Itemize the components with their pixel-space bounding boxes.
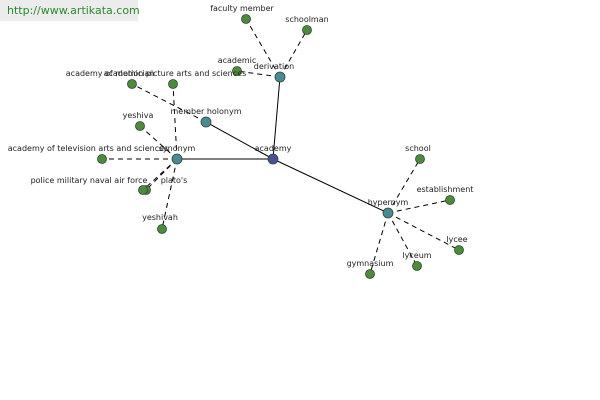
node-faculty_member[interactable]: faculty member [210,4,275,24]
lyceum-label: lyceum [402,251,431,260]
lycee-label: lycee [446,235,467,244]
atas-label: academy of television arts and sciences [8,144,169,153]
nodes-layer: academy derivation member holonym synonym hy… [8,4,474,279]
derivation-node-dot[interactable] [274,71,286,83]
establishment-label: establishment [417,185,474,194]
node-ampas[interactable]: academy of motion picture arts and scien… [66,69,246,89]
edge-hypernym-gymnasium [369,212,389,275]
edges-layer [102,18,460,275]
lycee-node-dot[interactable] [454,245,464,255]
yeshiva-node-dot[interactable] [135,121,145,131]
academician-label: academician [104,69,155,78]
edge-academy-hypernym [272,158,389,214]
academy-node-dot[interactable] [267,153,279,165]
edge-academy-derivation [272,76,281,160]
schoolman-node-dot[interactable] [302,25,312,35]
edge-synonym-platos [145,158,178,191]
node-lyceum[interactable]: lyceum [402,251,432,271]
pmnaf-label: police military naval air force [31,176,148,185]
atas-node-dot[interactable] [97,154,107,164]
hypernym-node-dot[interactable] [382,207,394,219]
gymnasium-node-dot[interactable] [365,269,375,279]
node-schoolman[interactable]: schoolman [285,15,329,35]
edge-derivation-faculty_member [245,18,281,78]
schoolman-label: schoolman [285,15,328,24]
ampas-node-dot[interactable] [127,79,137,89]
edge-synonym-pmnaf [142,158,178,191]
edge-derivation-schoolman [279,29,308,78]
node-derivation[interactable]: derivation [254,62,294,83]
edge-synonym-yeshiva [139,125,178,160]
edge-hypernym-lyceum [387,212,418,267]
node-gymnasium[interactable]: gymnasium [347,259,394,279]
edge-member_holonym-ampas [131,83,207,123]
node-establishment[interactable]: establishment [417,185,474,205]
derivation-label: derivation [254,62,294,71]
node-pmnaf[interactable]: police military naval air force [31,176,148,195]
synonym-node-dot[interactable] [171,153,183,165]
member_holonym-node-dot[interactable] [200,116,212,128]
academician-node-dot[interactable] [168,79,178,89]
node-school[interactable]: school [405,144,431,164]
edge-academy-member_holonym [205,121,274,160]
node-academy[interactable]: academy [255,144,292,165]
node-lycee[interactable]: lycee [446,235,468,255]
member_holonym-label: member holonym [170,107,241,116]
lyceum-node-dot[interactable] [412,261,422,271]
school-node-dot[interactable] [415,154,425,164]
synonym-label: synonym [159,144,196,153]
node-yeshiva[interactable]: yeshiva [123,111,154,131]
yeshivah-label: yeshivah [142,213,178,222]
node-hypernym[interactable]: hypernym [368,198,409,219]
node-academic[interactable]: academic [218,56,257,76]
yeshiva-label: yeshiva [123,111,154,120]
platos-label: plato's [161,176,188,185]
edge-hypernym-establishment [387,199,451,214]
node-academician[interactable]: academician [104,69,178,89]
node-member_holonym[interactable]: member holonym [170,107,242,128]
edge-synonym-academician [172,83,178,160]
ampas-label: academy of motion picture arts and scien… [66,69,246,78]
academic-label: academic [218,56,257,65]
gymnasium-label: gymnasium [347,259,394,268]
academic-node-dot[interactable] [232,66,242,76]
node-yeshivah[interactable]: yeshivah [142,213,178,234]
source-url-text: http://www.artikata.com [7,4,140,17]
yeshivah-node-dot[interactable] [157,224,167,234]
edge-hypernym-lycee [387,212,460,251]
edge-derivation-academic [236,70,281,78]
pmnaf-node-dot[interactable] [138,185,148,195]
hypernym-label: hypernym [368,198,409,207]
faculty_member-label: faculty member [210,4,274,13]
school-label: school [405,144,431,153]
source-watermark: http://www.artikata.com [0,0,140,21]
node-synonym[interactable]: synonym [159,144,196,165]
edge-hypernym-school [387,158,421,214]
faculty_member-node-dot[interactable] [241,14,251,24]
academy-label: academy [255,144,292,153]
edge-synonym-yeshivah [161,158,178,230]
establishment-node-dot[interactable] [445,195,455,205]
node-atas[interactable]: academy of television arts and sciences [8,144,169,164]
